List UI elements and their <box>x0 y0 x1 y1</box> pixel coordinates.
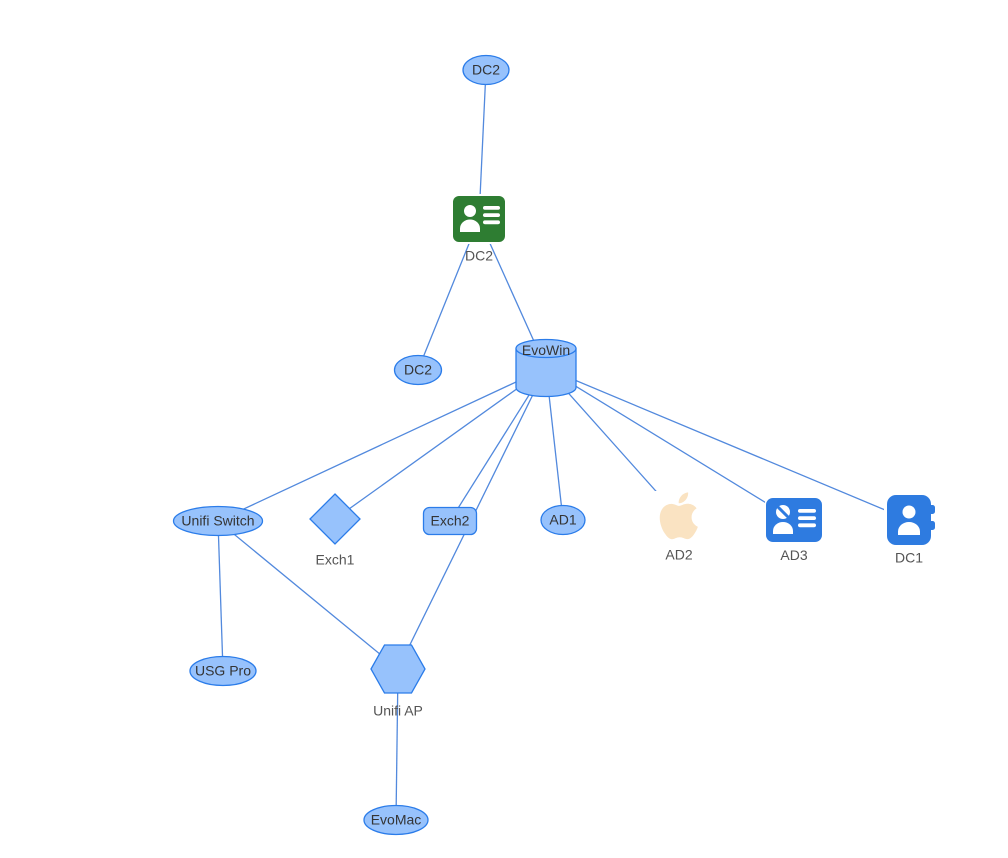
node-dc2-mid[interactable]: DC2 <box>393 354 443 386</box>
ellipse-shape <box>189 655 257 687</box>
graph-edge-unifi-ap-evomac[interactable] <box>395 668 399 821</box>
node-exch1[interactable]: Exch1 <box>309 493 361 568</box>
head-slash <box>776 505 790 519</box>
node-evowin[interactable]: EvoWin <box>515 338 577 398</box>
ellipse-shape <box>393 354 443 386</box>
node-ad1[interactable]: AD1 <box>540 504 586 536</box>
node-label: DC2 <box>465 248 493 264</box>
box-shape <box>422 506 478 536</box>
node-unifi-ap[interactable]: Unifi AP <box>370 644 426 719</box>
text-line-glyph <box>798 509 816 513</box>
node-label: Unifi AP <box>373 703 423 719</box>
ellipse-shape <box>540 504 586 536</box>
contact-card-icon <box>766 498 822 542</box>
person-torso <box>460 219 480 232</box>
node-label: DC1 <box>895 550 923 566</box>
node-exch2[interactable]: Exch2 <box>422 506 478 536</box>
card-body <box>453 196 505 242</box>
database-body <box>515 348 577 398</box>
node-label: Unifi Switch <box>181 513 254 529</box>
node-label: DC2 <box>404 362 432 378</box>
node-label: AD3 <box>780 547 807 563</box>
node-usg-pro[interactable]: USG Pro <box>189 655 257 687</box>
graph-edge-dc2-icon-dc2-mid[interactable] <box>417 218 480 371</box>
diamond-shape <box>309 493 361 545</box>
graph-edge-unifi-switch-usg-pro[interactable] <box>217 520 224 672</box>
node-label: EvoWin <box>522 342 570 358</box>
graph-edge-evowin-unifi-switch[interactable] <box>217 367 547 522</box>
node-label: AD1 <box>549 512 576 528</box>
node-unifi-switch[interactable]: Unifi Switch <box>172 505 264 537</box>
node-dc1[interactable]: DC1 <box>884 494 935 566</box>
text-line-glyph <box>483 220 500 225</box>
ellipse-shape <box>462 54 510 86</box>
graph-edge-unifi-switch-unifi-ap[interactable] <box>217 520 399 670</box>
person-head <box>464 205 476 217</box>
graph-edge-evowin-exch1[interactable] <box>334 367 547 520</box>
database-top <box>515 338 577 359</box>
node-label: AD2 <box>665 547 692 563</box>
node-label: Exch2 <box>431 513 470 529</box>
node-evomac[interactable]: EvoMac <box>363 804 429 836</box>
text-line-glyph <box>798 516 816 520</box>
book-body <box>887 495 931 545</box>
apple-icon <box>659 492 698 540</box>
text-line-glyph <box>483 213 500 217</box>
apple-logo-shape <box>659 492 698 540</box>
node-label: USG Pro <box>195 663 251 679</box>
node-dc2-icon[interactable]: DC2 <box>451 194 507 264</box>
node-label: DC2 <box>472 62 500 78</box>
node-ad2[interactable]: AD2 <box>655 491 703 563</box>
person-torso <box>773 522 793 534</box>
node-dc2-top[interactable]: DC2 <box>462 54 510 86</box>
person-head <box>902 505 916 519</box>
ellipse-shape <box>172 505 264 537</box>
node-ad3[interactable]: AD3 <box>765 496 823 564</box>
graph-edge-evowin-ad3[interactable] <box>545 367 795 521</box>
node-label: Exch1 <box>316 552 355 568</box>
person-torso <box>898 522 920 535</box>
address-card-icon <box>453 196 505 242</box>
text-line-glyph <box>798 523 816 528</box>
text-line-glyph <box>483 206 500 210</box>
address-book-icon <box>887 495 935 545</box>
node-label: EvoMac <box>371 812 422 828</box>
graph-edge-evowin-dc1[interactable] <box>545 367 910 521</box>
ellipse-shape <box>363 804 429 836</box>
hexagon-shape <box>370 644 426 694</box>
